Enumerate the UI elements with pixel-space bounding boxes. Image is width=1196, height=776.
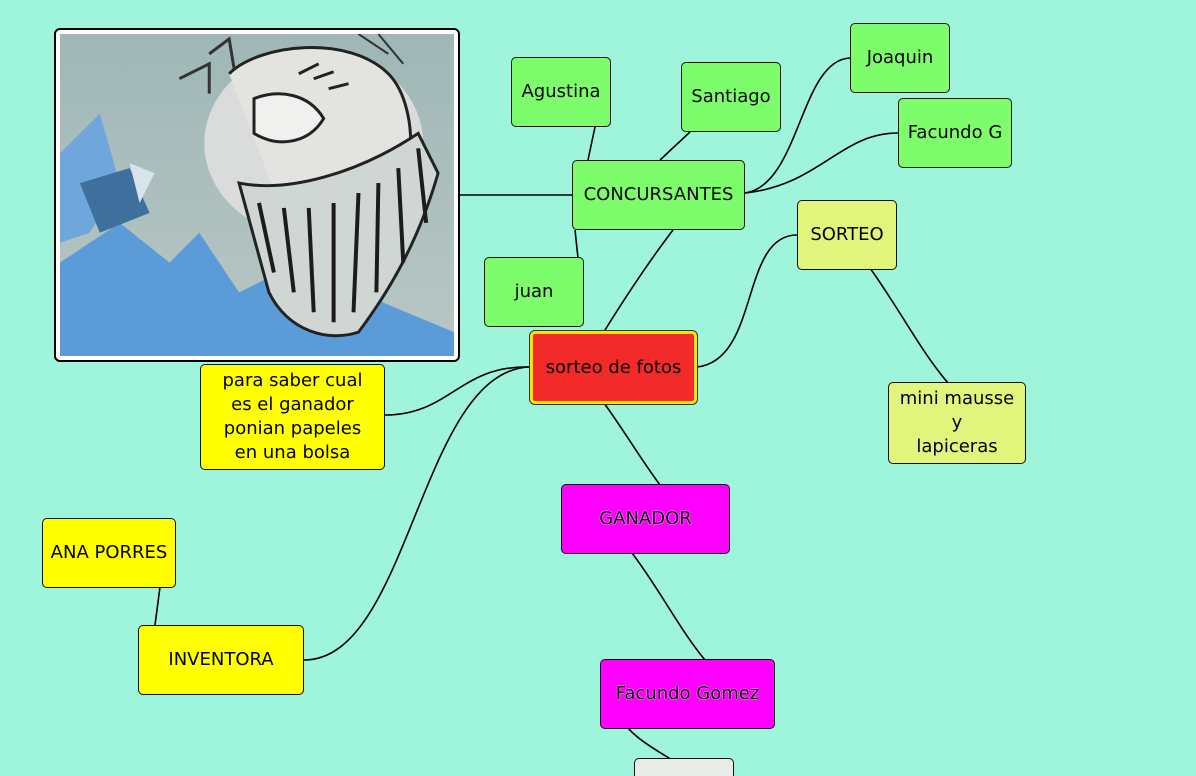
node-inventora-label: INVENTORA	[168, 649, 274, 670]
connector-sorteo-premio	[869, 267, 949, 384]
node-ganador-label: GANADOR	[599, 508, 692, 529]
photo-node[interactable]	[54, 28, 460, 362]
node-facundo-gomez-label: Facundo Gomez	[615, 683, 760, 704]
node-partial-offscreen[interactable]	[634, 758, 734, 776]
node-ana-porres-label: ANA PORRES	[50, 542, 168, 563]
connector-root-ganador	[603, 402, 661, 486]
node-inventora[interactable]: INVENTORA	[138, 625, 304, 695]
node-joaquin[interactable]: Joaquin	[850, 23, 950, 93]
connector-ganador-facundo-gomez	[631, 552, 706, 661]
connector-concursantes-santiago	[659, 131, 691, 161]
connector-inventora-ana-porres	[154, 586, 161, 626]
node-nota[interactable]: para saber cual es el ganador ponian pap…	[200, 364, 385, 470]
node-facundo-gomez[interactable]: Facundo Gomez	[600, 659, 775, 729]
node-santiago[interactable]: Santiago	[681, 62, 781, 132]
connector-root-concursantes	[604, 229, 674, 331]
node-facundo-g[interactable]: Facundo G	[898, 98, 1012, 168]
node-root-sorteo-de-fotos[interactable]: sorteo de fotos	[529, 330, 698, 405]
connector-root-sorteo	[696, 234, 798, 368]
node-juan[interactable]: juan	[484, 257, 584, 327]
node-agustina[interactable]: Agustina	[511, 57, 611, 127]
connector-concursantes-agustina	[587, 126, 596, 161]
node-concursantes[interactable]: CONCURSANTES	[572, 160, 745, 230]
graffiti-photo-image	[60, 34, 454, 356]
node-agustina-label: Agustina	[521, 81, 601, 102]
connector-concursantes-juan	[574, 229, 579, 259]
node-sorteo[interactable]: SORTEO	[797, 200, 897, 270]
node-ganador[interactable]: GANADOR	[561, 484, 730, 554]
node-facundo-g-label: Facundo G	[907, 122, 1003, 143]
node-ana-porres[interactable]: ANA PORRES	[42, 518, 176, 588]
connector-root-nota	[384, 366, 531, 416]
node-concursantes-label: CONCURSANTES	[583, 184, 734, 205]
node-nota-label: para saber cual es el ganador ponian pap…	[222, 370, 363, 463]
node-premio[interactable]: mini mausse y lapiceras	[888, 382, 1026, 464]
node-juan-label: juan	[514, 281, 554, 302]
connector-concursantes-facundo-g	[744, 132, 899, 194]
node-root-label: sorteo de fotos	[545, 356, 682, 378]
connector-facundo-gomez-next	[627, 727, 676, 763]
node-joaquin-label: Joaquin	[866, 47, 934, 68]
node-sorteo-label: SORTEO	[810, 224, 884, 245]
node-santiago-label: Santiago	[691, 86, 771, 107]
node-premio-label: mini mausse y lapiceras	[899, 388, 1015, 457]
